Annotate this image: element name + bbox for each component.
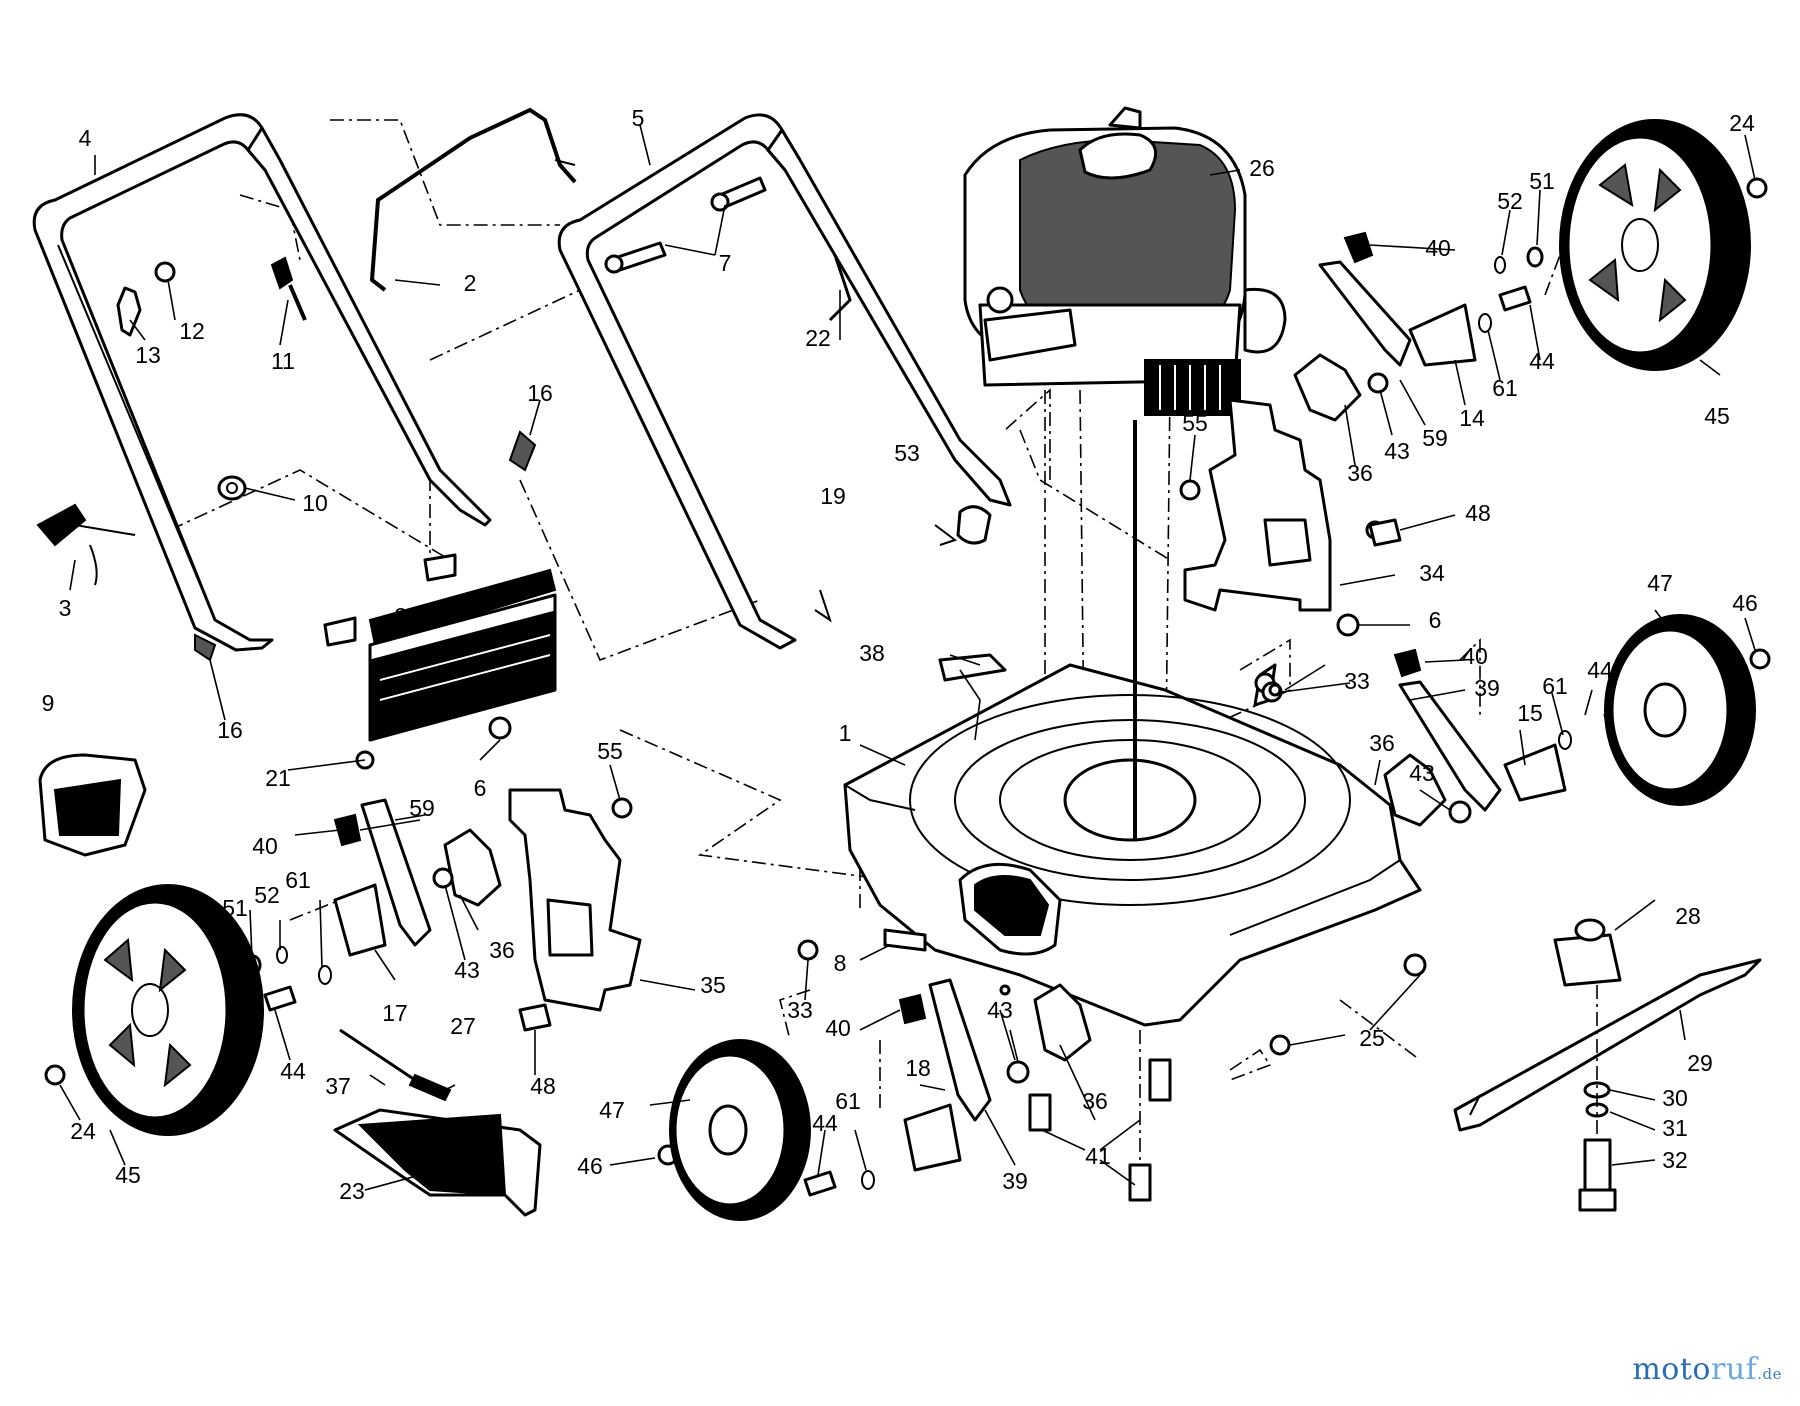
callout-59-upper: 59 (1422, 425, 1448, 451)
callout-51-upper: 51 (1529, 168, 1555, 194)
callout-37: 37 (325, 1073, 351, 1099)
callout-40-right: 40 (1462, 643, 1488, 669)
callout-44-bottom: 44 (812, 1110, 838, 1136)
callout-16-upper: 16 (527, 380, 553, 406)
callout-61-bottom: 61 (835, 1088, 861, 1114)
callout-13: 13 (135, 342, 161, 368)
callout-40-left: 40 (252, 833, 278, 859)
callout-46-right: 46 (1732, 590, 1758, 616)
callout-43-bottom: 43 (987, 997, 1013, 1023)
blade-assembly (1453, 918, 1762, 1212)
engine (963, 106, 1287, 840)
fasteners (44, 177, 1771, 1202)
callout-27: 27 (450, 1013, 476, 1039)
callout-30: 30 (1662, 1085, 1688, 1111)
callout-17: 17 (382, 1000, 408, 1026)
callout-44-upper: 44 (1529, 348, 1555, 374)
callout-2: 2 (464, 270, 477, 296)
callout-35: 35 (700, 972, 726, 998)
callout-29: 29 (1687, 1050, 1713, 1076)
callout-43-left: 43 (454, 957, 480, 983)
leader-lines (59, 124, 1756, 1191)
callout-36-upper: 36 (1347, 460, 1373, 486)
callout-33-lower: 33 (787, 997, 813, 1023)
callout-44-right: 44 (1587, 657, 1613, 683)
callout-7: 7 (719, 250, 732, 276)
callout-38: 38 (859, 640, 885, 666)
callout-52-lower: 52 (254, 882, 280, 908)
callout-26: 26 (1249, 155, 1275, 181)
rear-flap (38, 753, 147, 857)
callout-47-right: 47 (1647, 570, 1673, 596)
callout-1: 1 (839, 720, 852, 746)
callout-36-bottom: 36 (1082, 1088, 1108, 1114)
callout-11: 11 (271, 348, 295, 374)
callout-14: 14 (1459, 405, 1485, 431)
callout-34: 34 (1419, 560, 1445, 586)
callout-53: 53 (894, 440, 920, 466)
callout-15: 15 (1517, 700, 1543, 726)
callout-61-left: 61 (285, 867, 311, 893)
rear-door (333, 1028, 542, 1217)
lower-handle-left (32, 113, 492, 652)
callout-45-upper: 45 (1704, 403, 1730, 429)
callout-24-upper: 24 (1729, 110, 1755, 136)
callout-24-lower: 24 (70, 1118, 96, 1144)
callout-45-lower: 45 (115, 1162, 141, 1188)
callout-28: 28 (1675, 903, 1701, 929)
callout-51-lower: 51 (222, 895, 248, 921)
callout-48-lower: 48 (530, 1073, 556, 1099)
callout-61-upper: 61 (1492, 375, 1518, 401)
callout-3: 3 (59, 595, 72, 621)
callout-12: 12 (179, 318, 205, 344)
callout-6-upper: 6 (1429, 607, 1442, 633)
callout-31: 31 (1662, 1115, 1688, 1141)
callout-55-lower: 55 (597, 738, 623, 764)
callout-8: 8 (834, 950, 847, 976)
callout-6-lower: 6 (474, 775, 487, 801)
callout-36-right: 36 (1369, 730, 1395, 756)
control-bar (369, 107, 577, 292)
callout-59-lower: 59 (409, 795, 435, 821)
callout-44-left: 44 (280, 1058, 306, 1084)
callout-33-upper: 33 (1344, 668, 1370, 694)
callout-10: 10 (302, 490, 328, 516)
callout-40-bottom: 40 (825, 1015, 851, 1041)
callout-4: 4 (79, 125, 92, 151)
callout-labels: 1 2 3 4 5 6 6 7 8 9 10 11 12 13 14 15 16… (42, 105, 1758, 1204)
callout-20: 20 (394, 603, 420, 629)
callout-36-left: 36 (489, 937, 515, 963)
callout-55-upper: 55 (1182, 410, 1208, 436)
callout-23: 23 (339, 1178, 365, 1204)
rear-deflector (323, 553, 557, 770)
lower-handle-right (557, 113, 1012, 650)
callout-61-right: 61 (1542, 673, 1568, 699)
callout-39-bottom: 39 (1002, 1168, 1028, 1194)
callout-40-upper: 40 (1425, 235, 1451, 261)
callout-41: 41 (1085, 1143, 1111, 1169)
callout-47-bottom: 47 (599, 1097, 625, 1123)
callout-25: 25 (1359, 1025, 1385, 1051)
callout-16-lower: 16 (217, 717, 243, 743)
wheels (72, 119, 1756, 1221)
callout-22: 22 (805, 325, 831, 351)
callout-52-upper: 52 (1497, 188, 1523, 214)
callout-43-upper: 43 (1384, 438, 1410, 464)
axle-brackets (508, 398, 1332, 1012)
handle-hardware (36, 176, 992, 662)
callout-48-upper: 48 (1465, 500, 1491, 526)
callout-39-right: 39 (1474, 675, 1500, 701)
callout-9: 9 (42, 690, 55, 716)
callout-5: 5 (632, 105, 645, 131)
callout-32: 32 (1662, 1147, 1688, 1173)
watermark-logo: motoruf.de (1632, 1352, 1782, 1387)
callout-21: 21 (265, 765, 291, 791)
callout-43-right: 43 (1409, 760, 1435, 786)
callout-18: 18 (905, 1055, 931, 1081)
callout-46-bottom: 46 (577, 1153, 603, 1179)
callout-19: 19 (820, 483, 846, 509)
mower-deck (843, 663, 1422, 1027)
